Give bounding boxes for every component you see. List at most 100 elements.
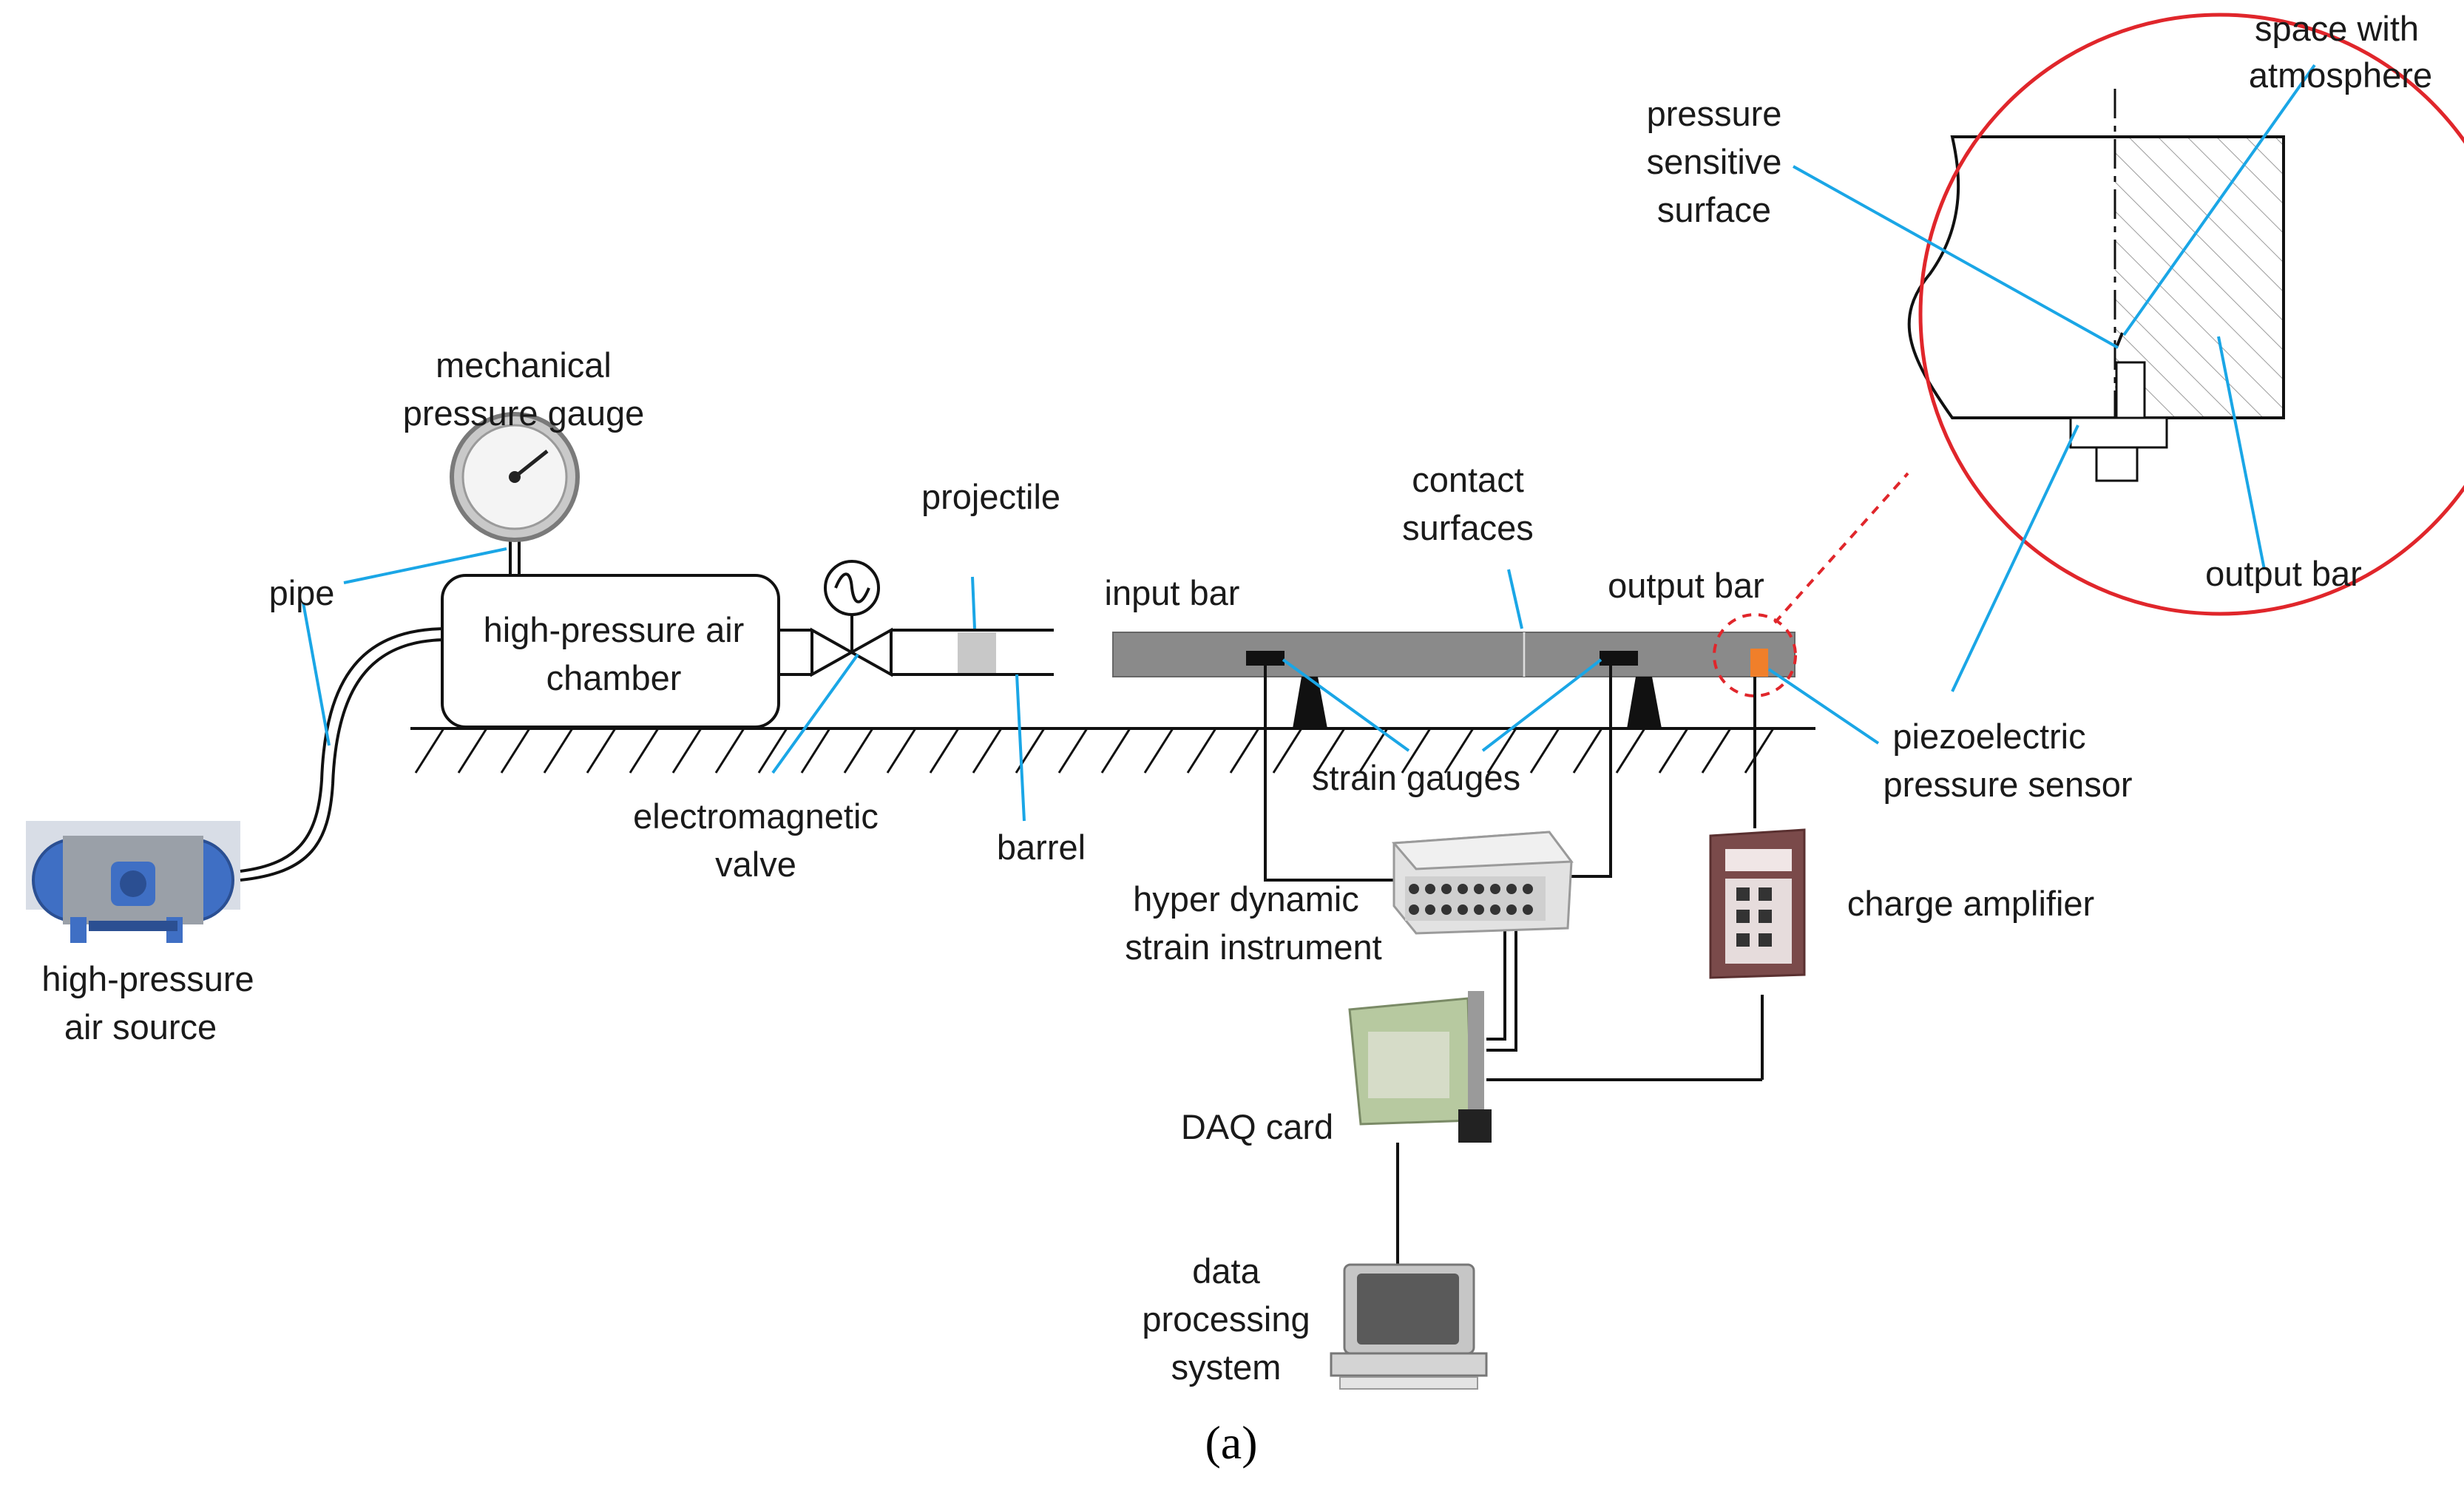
ground-hatch-mark bbox=[1701, 728, 1732, 774]
label-strain-gauges: strain gauges bbox=[1312, 758, 1520, 797]
label-data-processing: system bbox=[1171, 1347, 1282, 1387]
label-pressure-surface: surface bbox=[1657, 190, 1771, 229]
label-barrel: barrel bbox=[997, 828, 1086, 867]
projectile bbox=[958, 632, 996, 673]
label-piezo: pressure sensor bbox=[1883, 765, 2133, 804]
ground-hatch-mark bbox=[757, 728, 788, 774]
instrument-connector bbox=[1425, 884, 1435, 894]
ground-hatch-mark bbox=[1100, 728, 1131, 774]
label-atmosphere: atmosphere bbox=[2249, 55, 2432, 95]
instrument-connector bbox=[1523, 884, 1533, 894]
ground-hatch-mark bbox=[1572, 728, 1603, 774]
detail-circle bbox=[1918, 13, 2464, 616]
bar-support bbox=[1293, 677, 1327, 728]
barrel bbox=[924, 629, 1054, 676]
instrument-connector bbox=[1474, 904, 1484, 915]
ground-hatch-mark bbox=[671, 728, 703, 774]
label-detail-output-bar: output bar bbox=[2205, 554, 2362, 593]
ground-hatch-mark bbox=[1615, 728, 1646, 774]
ground-hatch-mark bbox=[1229, 728, 1260, 774]
piezoelectric-sensor bbox=[1750, 649, 1768, 677]
electromagnetic-valve-icon bbox=[779, 560, 924, 677]
label-strain-instrument: hyper dynamic bbox=[1133, 879, 1359, 919]
label-output-bar: output bar bbox=[1608, 566, 1764, 605]
label-valve: electromagnetic bbox=[633, 797, 879, 836]
instrument-connector bbox=[1458, 904, 1468, 915]
sensor-detail-marker bbox=[1713, 613, 1797, 697]
label-data-processing: processing bbox=[1142, 1299, 1310, 1339]
labels: mechanical pressure gauge pipe high-pres… bbox=[41, 9, 2432, 1469]
ground-hatch-mark bbox=[586, 728, 617, 774]
instrument-connector bbox=[1506, 904, 1517, 915]
ground-hatch-mark bbox=[414, 728, 445, 774]
ground bbox=[410, 727, 1815, 774]
ground-hatch-mark bbox=[800, 728, 831, 774]
label-air-source: air source bbox=[64, 1007, 217, 1046]
instrument-connector bbox=[1506, 884, 1517, 894]
ground-hatch-mark bbox=[972, 728, 1003, 774]
label-atmosphere: space with bbox=[2255, 9, 2419, 48]
daq-card-icon bbox=[1348, 991, 1492, 1143]
ground-hatch-mark bbox=[1358, 728, 1389, 774]
air-chamber bbox=[441, 574, 780, 728]
ground-hatch-mark bbox=[1443, 728, 1475, 774]
output-bar bbox=[1524, 632, 1795, 677]
instrument-connector bbox=[1441, 884, 1452, 894]
ground-hatch-mark bbox=[543, 728, 574, 774]
input-bar bbox=[1112, 632, 1524, 677]
label-daq: DAQ card bbox=[1181, 1107, 1333, 1146]
air-source-tank-icon bbox=[26, 821, 240, 943]
detail-connector bbox=[1773, 472, 1909, 624]
signal-wires bbox=[1264, 666, 1764, 1265]
ground-hatch-mark bbox=[500, 728, 531, 774]
bar-support bbox=[1627, 677, 1662, 728]
ground-hatch-mark bbox=[1401, 728, 1432, 774]
label-gauge: mechanical bbox=[436, 345, 612, 385]
figure-caption: (a) bbox=[1205, 1416, 1257, 1469]
ground-hatch-mark bbox=[1658, 728, 1689, 774]
instrument-connector bbox=[1409, 884, 1419, 894]
sensor-detail-view bbox=[1907, 13, 2464, 616]
instrument-connector bbox=[1441, 904, 1452, 915]
ground-hatch-mark bbox=[714, 728, 745, 774]
ground-hatch-mark bbox=[1057, 728, 1089, 774]
instrument-connector bbox=[1458, 884, 1468, 894]
instrument-connector bbox=[1490, 884, 1500, 894]
ground-hatch-mark bbox=[457, 728, 488, 774]
charge-amplifier-icon bbox=[1709, 828, 1806, 979]
label-data-processing: data bbox=[1192, 1251, 1260, 1291]
label-pressure-surface: sensitive bbox=[1647, 142, 1782, 181]
ground-hatch-mark bbox=[886, 728, 917, 774]
pressure-gauge-icon bbox=[450, 412, 580, 575]
ground-hatch-mark bbox=[843, 728, 874, 774]
label-pipe: pipe bbox=[269, 573, 335, 612]
instrument-connector bbox=[1409, 904, 1419, 915]
label-contact: surfaces bbox=[1402, 508, 1534, 547]
label-strain-instrument: strain instrument bbox=[1125, 927, 1381, 967]
label-gauge: pressure gauge bbox=[403, 393, 645, 433]
ground-hatch-mark bbox=[1315, 728, 1346, 774]
instrument-connector bbox=[1425, 904, 1435, 915]
label-chamber: chamber bbox=[546, 658, 682, 697]
label-contact: contact bbox=[1412, 460, 1524, 499]
label-charge-amp: charge amplifier bbox=[1847, 884, 2094, 923]
ground-hatch-mark bbox=[929, 728, 960, 774]
instrument-connector bbox=[1523, 904, 1533, 915]
instrument-connector bbox=[1474, 884, 1484, 894]
instrument-connector bbox=[1490, 904, 1500, 915]
ground-hatch-mark bbox=[1486, 728, 1517, 774]
label-air-source: high-pressure bbox=[41, 959, 254, 998]
ground-hatch-mark bbox=[1186, 728, 1217, 774]
strain-gauge bbox=[1600, 651, 1638, 666]
label-piezo: piezoelectric bbox=[1892, 717, 2085, 756]
label-pressure-surface: pressure bbox=[1647, 94, 1782, 133]
ground-hatch-mark bbox=[1272, 728, 1303, 774]
computer-icon bbox=[1330, 1263, 1488, 1390]
label-input-bar: input bar bbox=[1105, 573, 1240, 612]
strain-instrument-icon bbox=[1391, 831, 1574, 935]
ground-hatch-mark bbox=[1143, 728, 1174, 774]
ground-hatch-mark bbox=[629, 728, 660, 774]
ground-hatch-mark bbox=[1529, 728, 1560, 774]
leader-lines bbox=[302, 64, 2316, 822]
